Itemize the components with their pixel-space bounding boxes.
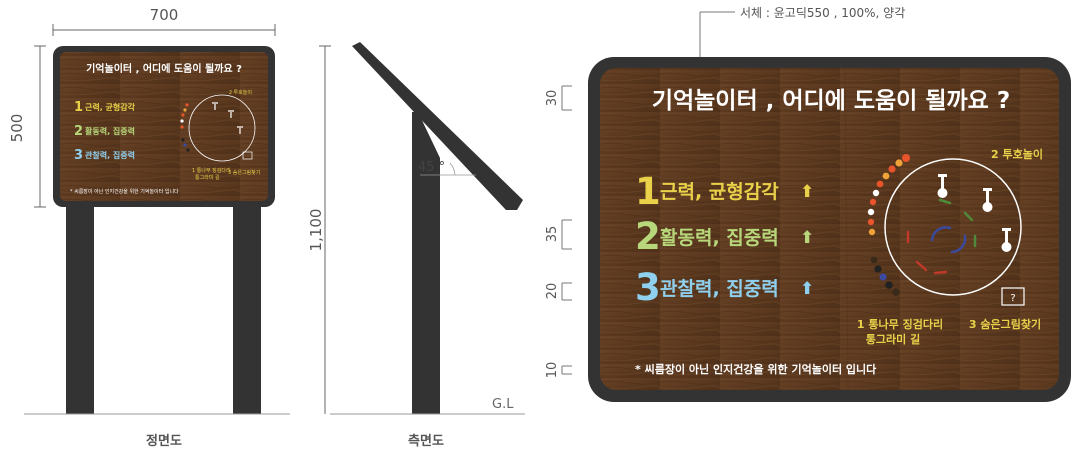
front-benefit-1-num: 1 [74,100,83,115]
game1-label-line2: 통그라미 길 [866,332,920,346]
benefit-1-num: 1 [635,170,661,213]
front-benefit-2-num: 2 [74,124,83,139]
game-map-circle [884,158,1022,296]
height-label: 500 [8,114,26,143]
detail-dim-ticks [561,85,572,375]
dim-20: 20 [545,283,560,300]
front-view-label: 정면도 [146,433,182,449]
side-view: 1,100 45 ° G.L 측면도 [307,42,525,449]
front-game2-label: 2 투호놀이 [229,89,252,96]
font-note: 서체 : 윤고딕550 , 100%, 양각 [740,6,905,20]
side-post [412,158,440,414]
benefit-3-arrow: ⬆ [800,279,814,299]
front-game-circle [188,94,256,162]
game1-label: 1 통나무 징검다리 [857,317,943,331]
front-benefit-3-text: 관찰력, 집중력 [85,150,135,160]
circle-arrows [906,198,977,275]
front-box-icon [242,151,253,160]
game3-label: 3 숨은그림찾기 [969,317,1041,331]
ground-label: G.L [492,397,514,412]
benefit-2-arrow: ⬆ [800,228,814,248]
benefit-3-num: 3 [635,266,661,309]
benefit-2-num: 2 [635,215,661,258]
dim-35: 35 [545,226,560,243]
front-benefit-2-text: 활동력, 집중력 [85,126,135,136]
side-bracket [412,112,440,158]
dim-10: 10 [545,362,560,379]
angle-arc [449,162,456,176]
detail-sign-board [600,68,1059,390]
post-height-label: 1,100 [307,209,325,252]
sign-footer: * 씨름장이 아닌 인지건강을 위한 기억놀이터 입니다 [635,362,877,376]
front-view: 700 500 기억놀이터 , 어디에 도움이 될까요 ? 1 근력, 균형감각… [8,6,290,449]
front-footer: * 씨름장이 아닌 인지건강을 위한 기억놀이터 입니다 [70,188,179,195]
box-icon [1001,287,1025,306]
detail-sign-title: 기억놀이터 , 어디에 도움이 될까요 ? [652,88,1010,114]
front-game3-label: 3 숨은그림찾기 [228,169,260,176]
side-view-label: 측면도 [408,433,444,449]
dim-30: 30 [545,90,560,107]
benefit-1-arrow: ⬆ [800,182,814,202]
width-label: 700 [150,6,179,24]
pot-icons [937,174,1012,252]
benefit-1-text: 근력, 균형감각 [660,181,779,203]
front-post-left [66,200,94,414]
benefit-3-text: 관찰력, 집중력 [660,278,779,300]
benefit-2-text: 활동력, 집중력 [660,227,779,249]
side-sign-board [352,42,523,210]
front-pots [212,102,243,134]
box-mark: ? [1010,293,1015,304]
front-benefit-3-num: 3 [74,148,83,163]
front-game1-label2: 통그라미 길 [195,174,220,181]
detail-view: 서체 : 윤고딕550 , 100%, 양각 30 35 20 10 기억놀이터… [545,6,1071,402]
stepping-log-dots [867,154,910,296]
front-sign-title: 기억놀이터 , 어디에 도움이 될까요 ? [86,62,242,75]
front-sign-board [60,52,268,201]
angle-label: 45 ° [418,160,445,175]
front-benefit-1-text: 근력, 균형감각 [85,102,136,112]
front-post-right [233,200,261,414]
game2-label: 2 투호놀이 [991,147,1043,161]
front-game1-label: 1 통나무 징검다리 [192,167,231,174]
front-stepping-dots [180,103,190,152]
